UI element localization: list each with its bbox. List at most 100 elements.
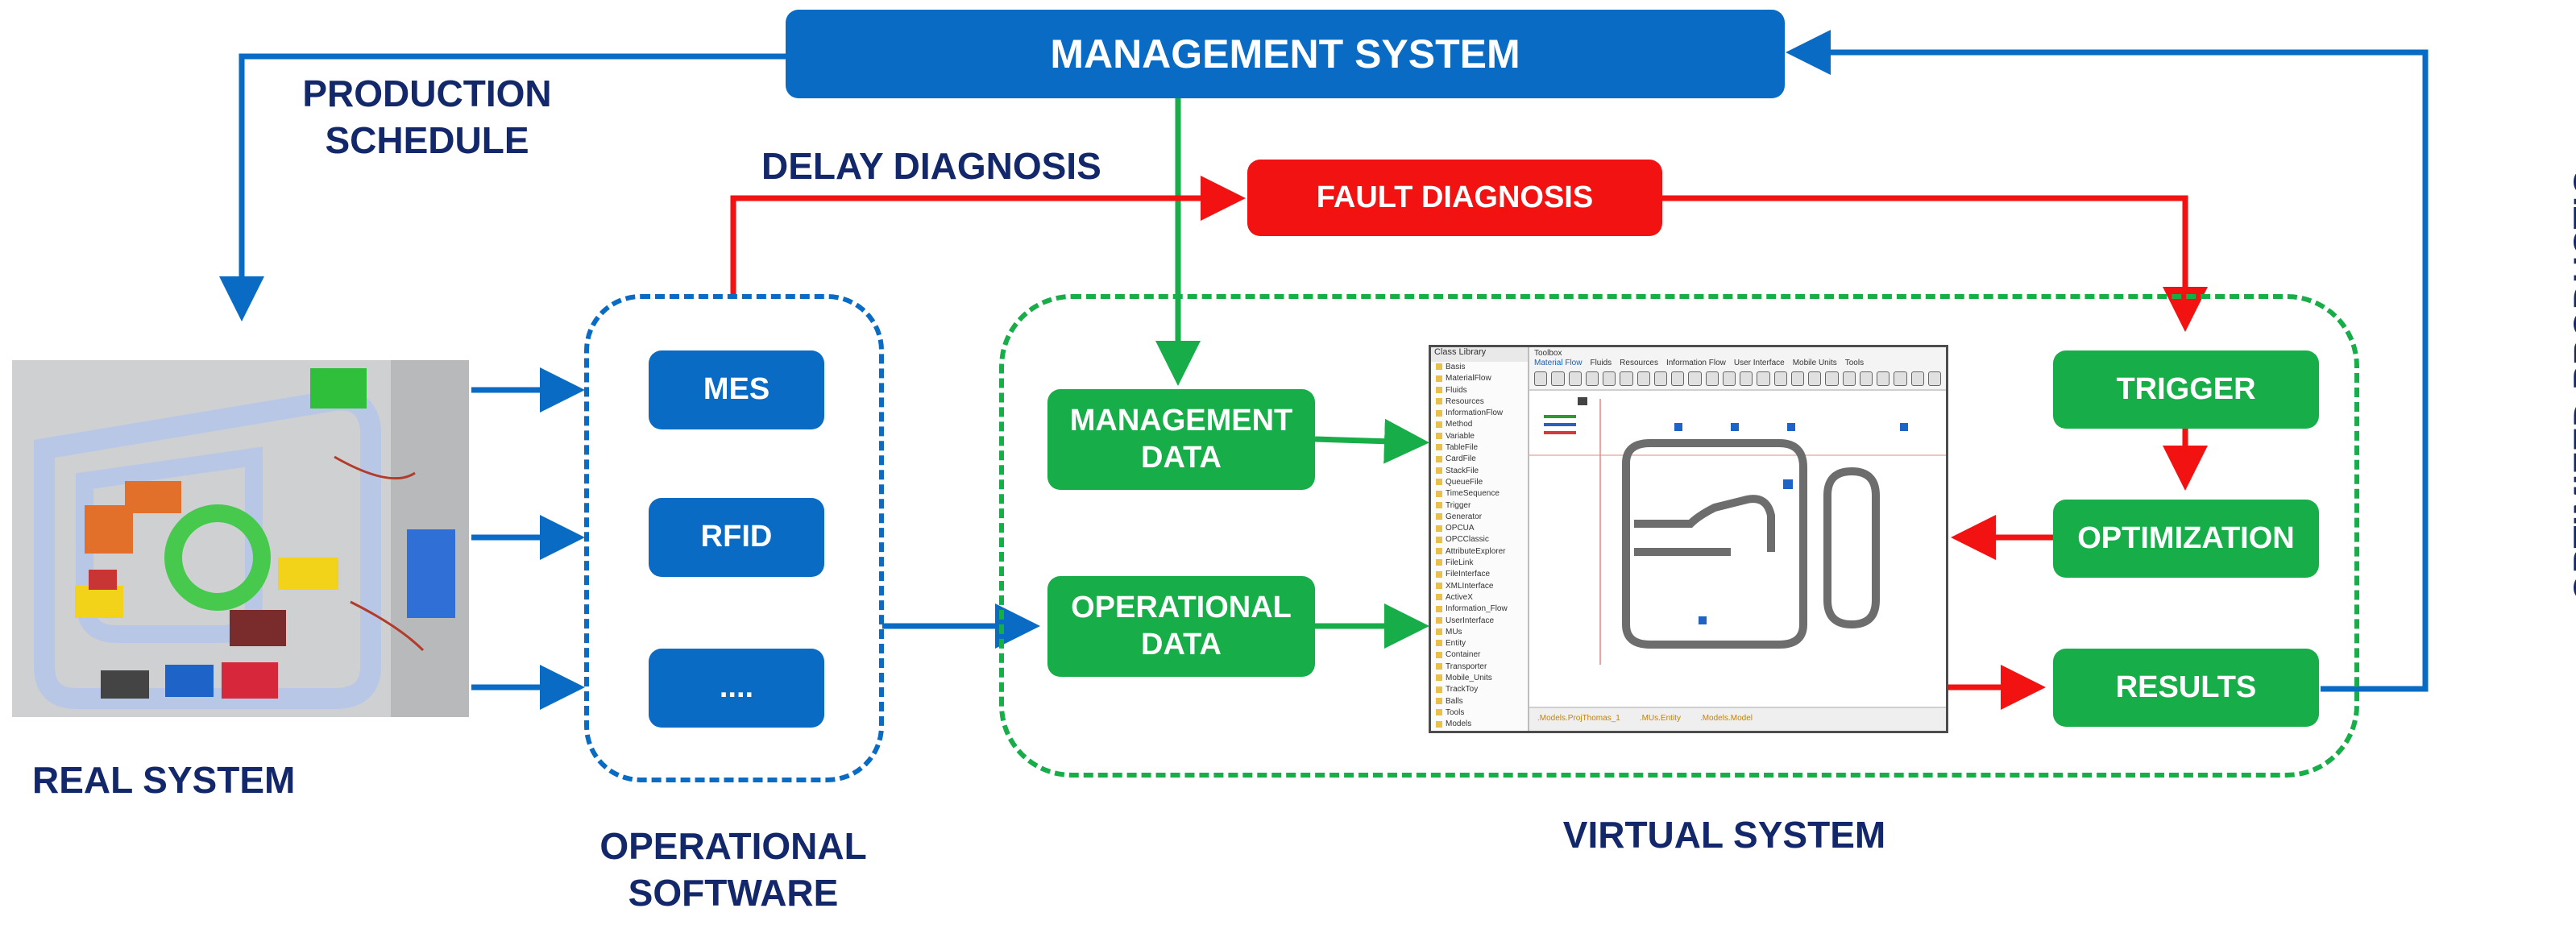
optimization-label: OPTIMIZATION xyxy=(2077,520,2295,555)
tree-item[interactable]: TimeSequence xyxy=(1436,488,1528,500)
mes-box: MES xyxy=(649,350,824,429)
folder-icon xyxy=(1436,686,1442,693)
tree-item-label: OPCClassic xyxy=(1446,535,1489,545)
toolbox-tab[interactable]: Information Flow xyxy=(1665,359,1726,367)
tree-item-label: TimeSequence xyxy=(1446,489,1500,499)
tree-item[interactable]: UserInterface xyxy=(1436,616,1528,627)
tree-item[interactable]: TrackToy xyxy=(1436,684,1528,695)
operational-data-box: OPERATIONAL DATA xyxy=(1047,576,1315,677)
folder-icon xyxy=(1436,490,1442,497)
folder-icon xyxy=(1436,640,1442,647)
tree-item[interactable]: QueueFile xyxy=(1436,477,1528,488)
toolbox-tab[interactable]: Fluids xyxy=(1590,359,1612,367)
folder-icon xyxy=(1436,363,1442,371)
tree-item[interactable]: Basis xyxy=(1436,362,1528,373)
tree-item[interactable]: Generator xyxy=(1436,512,1528,523)
folder-icon xyxy=(1436,513,1442,520)
tree-item[interactable]: Mobile_Units xyxy=(1436,673,1528,684)
virtual-system-group xyxy=(999,294,2359,778)
tree-item[interactable]: CardFile xyxy=(1436,454,1528,465)
real-system-label: REAL SYSTEM xyxy=(32,759,296,801)
folder-icon xyxy=(1436,616,1442,624)
folder-icon xyxy=(1436,409,1442,417)
trigger-box: TRIGGER xyxy=(2053,350,2319,429)
toolbox-tab[interactable]: Resources xyxy=(1620,359,1658,367)
tree-item[interactable]: TableFile xyxy=(1436,442,1528,454)
folder-icon xyxy=(1436,720,1442,728)
tree-item-label: Balls xyxy=(1446,696,1463,706)
tree-item[interactable]: FileLink xyxy=(1436,558,1528,569)
folder-icon xyxy=(1436,559,1442,566)
mes-label: MES xyxy=(703,372,770,407)
tree-item[interactable]: Container xyxy=(1436,649,1528,661)
tree-item[interactable]: XMLInterface xyxy=(1436,581,1528,592)
toolbox-tab[interactable]: Material Flow xyxy=(1534,359,1583,367)
tree-item[interactable]: Fluids xyxy=(1436,385,1528,396)
folder-icon xyxy=(1436,525,1442,532)
model-tab[interactable]: .Models.ProjThomas_1 xyxy=(1537,714,1620,723)
toolbox-tabs: Material Flow Fluids Resources Information … xyxy=(1529,357,1877,369)
toolbox-icons xyxy=(1534,371,1941,391)
tree-item[interactable]: OPCClassic xyxy=(1436,534,1528,545)
folder-icon xyxy=(1436,709,1442,716)
tree-item[interactable]: InformationFlow xyxy=(1436,408,1528,419)
tree-item-label: FileInterface xyxy=(1446,570,1491,579)
model-tabs-bar: .Models.ProjThomas_1 .MUs.Entity .Models.M… xyxy=(1529,707,1946,731)
folder-icon xyxy=(1436,421,1442,428)
tree-item[interactable]: StackFile xyxy=(1436,466,1528,477)
tree-item-label: UserInterface xyxy=(1446,616,1495,625)
tree-item-label: ProjThomas_1 xyxy=(1446,732,1498,734)
tree-item-label: FileLink xyxy=(1446,558,1474,568)
tree-item-label: Fluids xyxy=(1446,385,1467,395)
toolbox-tab[interactable]: User Interface xyxy=(1733,359,1785,367)
operational-software-group xyxy=(584,294,884,782)
tree-item[interactable]: AttributeExplorer xyxy=(1436,546,1528,558)
tree-item-label: Variable xyxy=(1446,431,1475,441)
tree-item[interactable]: ActiveX xyxy=(1436,592,1528,603)
folder-icon xyxy=(1436,386,1442,393)
tree-item[interactable]: Models xyxy=(1436,719,1528,730)
rfid-box: RFID xyxy=(649,498,824,577)
toolbox-tab[interactable]: Mobile Units xyxy=(1792,359,1837,367)
results-label: RESULTS xyxy=(2115,670,2257,704)
tree-item[interactable]: Variable xyxy=(1436,431,1528,442)
tree-item[interactable]: ProjThomas_1 xyxy=(1436,731,1528,734)
tree-item[interactable]: Transporter xyxy=(1436,661,1528,673)
production-schedule-arrow xyxy=(219,53,786,321)
tree-item[interactable]: OPCUA xyxy=(1436,523,1528,534)
folder-icon xyxy=(1436,570,1442,578)
tree-item[interactable]: Entity xyxy=(1436,638,1528,649)
tree-item-label: Generator xyxy=(1446,512,1483,521)
tree-item[interactable]: Method xyxy=(1436,419,1528,430)
tree-item[interactable]: FileInterface xyxy=(1436,569,1528,580)
folder-icon xyxy=(1436,398,1442,405)
delay-diagnosis-label: DELAY DIAGNOSIS xyxy=(761,145,1101,187)
tree-item-label: MUs xyxy=(1446,627,1462,637)
tree-item-label: AttributeExplorer xyxy=(1446,546,1506,556)
model-tab[interactable]: .MUs.Entity xyxy=(1639,714,1681,723)
management-data-to-model-arrow xyxy=(1314,418,1429,464)
tree-item-label: Models xyxy=(1446,720,1472,729)
folder-icon xyxy=(1436,594,1442,601)
tree-item-label: MaterialFlow xyxy=(1446,374,1491,384)
folder-icon xyxy=(1436,433,1442,440)
model-track-layout xyxy=(1529,397,1946,665)
fault-diagnosis-label: FAULT DIAGNOSIS xyxy=(1316,180,1594,214)
tree-item[interactable]: MaterialFlow xyxy=(1436,373,1528,384)
tree-item[interactable]: Tools xyxy=(1436,707,1528,719)
tree-item[interactable]: Balls xyxy=(1436,696,1528,707)
tree-item[interactable]: Resources xyxy=(1436,396,1528,408)
trigger-label: TRIGGER xyxy=(2116,371,2256,406)
folder-icon xyxy=(1436,583,1442,589)
tree-item-label: Resources xyxy=(1446,396,1484,406)
tree-item[interactable]: Trigger xyxy=(1436,500,1528,512)
tree-item[interactable]: MUs xyxy=(1436,627,1528,638)
toolbox-tab[interactable]: Tools xyxy=(1844,359,1865,367)
tree-item[interactable]: Information_Flow xyxy=(1436,603,1528,615)
optimization-box: OPTIMIZATION xyxy=(2053,500,2319,578)
model-tab[interactable]: .Models.Model xyxy=(1699,714,1753,723)
real-system-photo xyxy=(12,360,469,717)
class-library-title: Class Library xyxy=(1431,347,1528,362)
